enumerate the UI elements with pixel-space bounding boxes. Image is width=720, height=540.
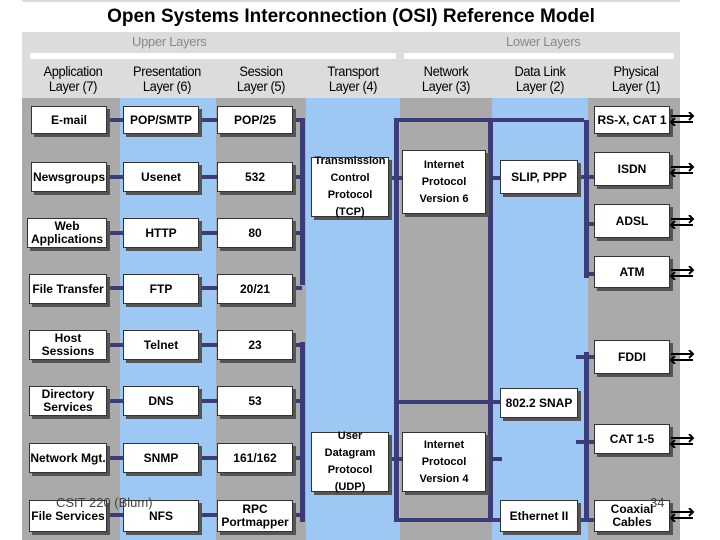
pres-box-dns: DNS xyxy=(123,386,199,416)
connector-row-2 xyxy=(106,175,302,179)
sess-box-532: 532 xyxy=(217,162,293,192)
connector-datalink-atm xyxy=(584,272,596,276)
app-box-host-sessions: Host Sessions xyxy=(29,330,107,360)
diagram-title: Open Systems Interconnection (OSI) Refer… xyxy=(22,2,680,32)
connector-row-4 xyxy=(106,286,302,290)
upper-layers-label: Upper Layers xyxy=(132,34,207,49)
connector-network-top xyxy=(394,118,584,122)
footer-page-number: 34 xyxy=(650,495,665,510)
connector-row-3 xyxy=(106,231,302,235)
sess-box-53: 53 xyxy=(217,386,293,416)
datalink-box-8022-snap: 802.2 SNAP xyxy=(500,388,578,418)
network-box-ipv6: Internet Protocol Version 6 xyxy=(402,150,486,214)
connector-network-mid xyxy=(394,400,502,404)
sess-box-pop25: POP/25 xyxy=(217,106,293,134)
connector-row-7 xyxy=(106,456,302,460)
app-box-network-mgt: Network Mgt. xyxy=(29,443,107,473)
connector-network-vertical xyxy=(394,120,399,522)
connector-tcp-vertical xyxy=(300,118,305,285)
footer-course: CSIT 220 (Blum) xyxy=(56,495,153,510)
connector-physical-lower-vertical xyxy=(584,352,589,522)
bidirectional-arrow-icon xyxy=(669,508,695,522)
app-box-directory-services: Directory Services xyxy=(29,386,107,416)
connector-datalink-vertical xyxy=(488,120,493,522)
connector-ip6-datalink xyxy=(488,176,502,180)
connector-udp-ip4 xyxy=(388,457,402,461)
connector-ip4-datalink xyxy=(488,457,502,461)
bidirectional-arrow-icon xyxy=(669,215,695,229)
pres-box-usenet: Usenet xyxy=(123,162,199,192)
connector-udp-vertical xyxy=(300,342,305,522)
connector-datalink-adsl xyxy=(584,222,596,226)
connector-physical-vertical xyxy=(584,120,589,278)
phys-box-adsl: ADSL xyxy=(594,204,670,238)
pres-box-http: HTTP xyxy=(123,218,199,248)
lower-layers-bar xyxy=(404,53,674,59)
upper-layers-bar xyxy=(30,53,396,59)
bidirectional-arrow-icon xyxy=(669,434,695,448)
pres-box-nfs: NFS xyxy=(123,500,199,532)
phys-box-isdn: ISDN xyxy=(594,152,670,186)
connector-row-6 xyxy=(106,399,302,403)
app-box-email: E-mail xyxy=(31,106,107,134)
pres-box-pop-smtp: POP/SMTP xyxy=(123,106,199,134)
transport-box-tcp: Transmission Control Protocol (TCP) xyxy=(311,155,389,218)
bidirectional-arrow-icon xyxy=(669,266,695,280)
bidirectional-arrow-icon xyxy=(669,112,695,126)
app-box-file-transfer: File Transfer xyxy=(29,274,107,304)
network-box-ipv4: Internet Protocol Version 4 xyxy=(402,432,486,492)
phys-box-rs-x-cat1: RS-X, CAT 1 xyxy=(594,106,670,134)
phys-box-atm: ATM xyxy=(594,256,670,288)
pres-box-telnet: Telnet xyxy=(123,330,199,360)
connector-snap-cat xyxy=(576,440,596,444)
datalink-box-slip-ppp: SLIP, PPP xyxy=(500,160,578,194)
connector-row-5 xyxy=(106,343,302,347)
connector-tcp-ip6 xyxy=(388,176,402,180)
sess-box-80: 80 xyxy=(217,218,293,248)
bidirectional-arrow-icon xyxy=(669,163,695,177)
lower-layers-label: Lower Layers xyxy=(506,34,581,49)
bidirectional-arrow-icon xyxy=(669,350,695,364)
phys-box-fddi: FDDI xyxy=(594,340,670,374)
sess-box-161-162: 161/162 xyxy=(217,443,293,473)
connector-datalink-isdn xyxy=(576,175,596,179)
sess-box-23: 23 xyxy=(217,330,293,360)
connector-snap-fddi xyxy=(576,355,596,359)
connector-row-1 xyxy=(106,118,302,122)
phys-box-coaxial-cables: Coaxial Cables xyxy=(594,500,670,532)
sess-box-rpc-portmapper: RPC Portmapper xyxy=(217,500,293,532)
datalink-box-ethernet-ii: Ethernet II xyxy=(500,500,578,532)
connector-ethernet-coax xyxy=(574,518,596,522)
phys-box-cat1-5: CAT 1-5 xyxy=(594,424,670,454)
pres-box-ftp: FTP xyxy=(123,274,199,304)
pres-box-snmp: SNMP xyxy=(123,443,199,473)
app-box-web-applications: Web Applications xyxy=(27,218,107,248)
transport-box-udp: User Datagram Protocol (UDP) xyxy=(311,430,389,493)
connector-network-bottom xyxy=(394,518,502,522)
connector-row-8 xyxy=(106,513,302,517)
sess-box-20-21: 20/21 xyxy=(217,274,293,304)
app-box-newsgroups: Newsgroups xyxy=(31,162,107,192)
app-box-file-services: File Services xyxy=(29,500,107,532)
